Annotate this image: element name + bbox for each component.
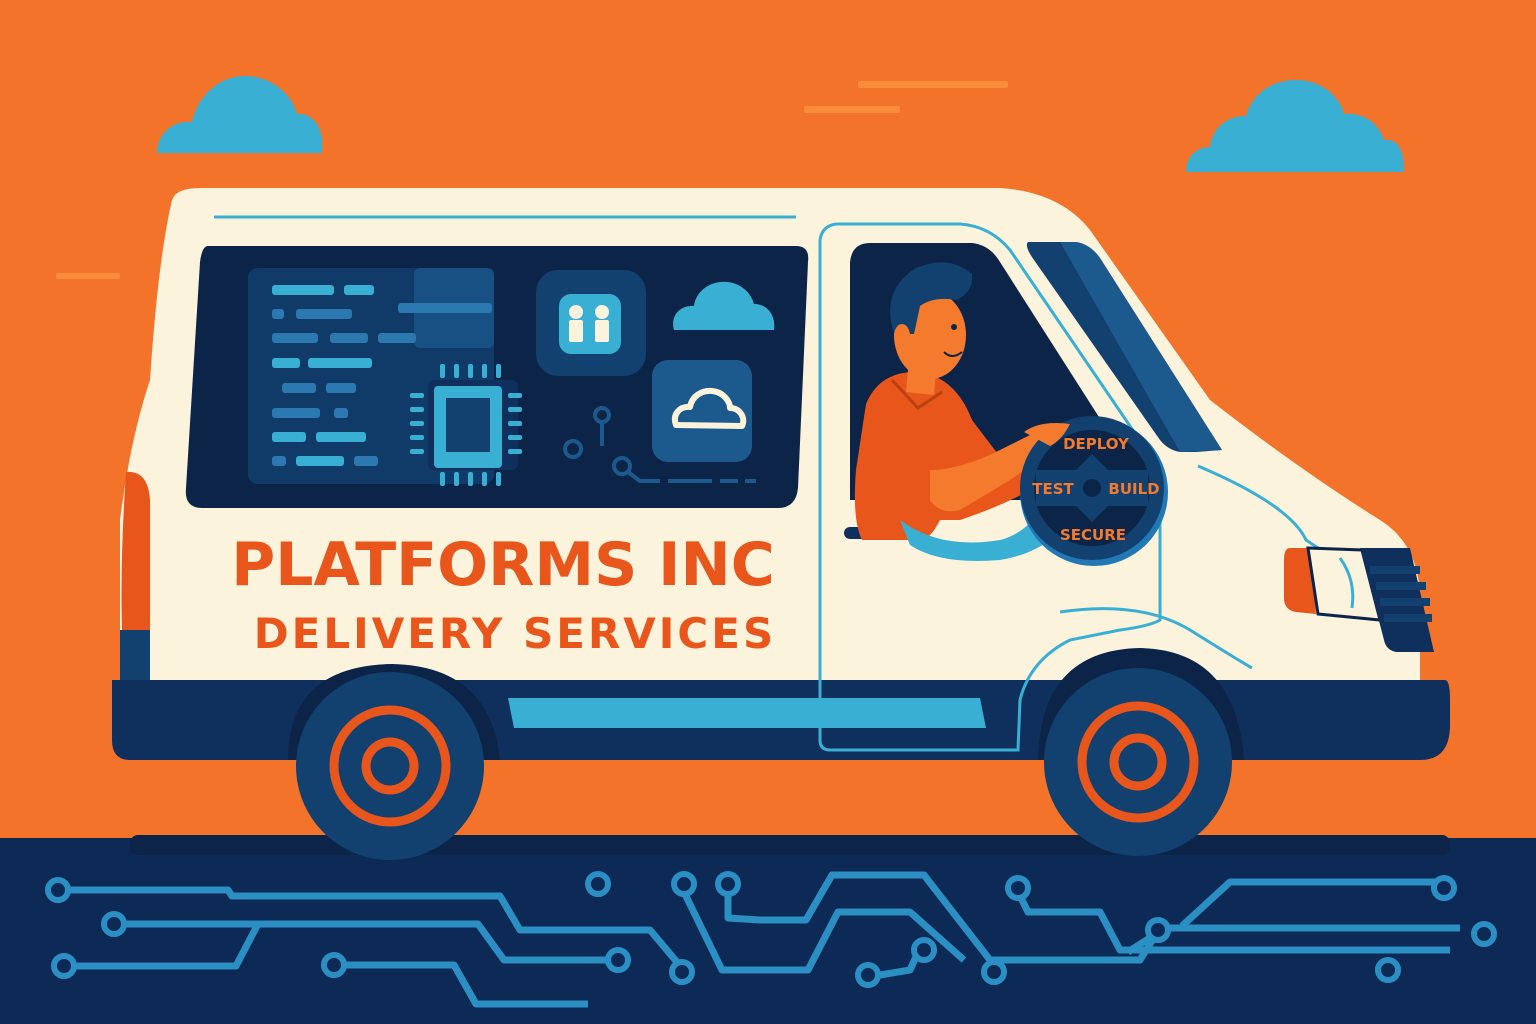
headlight xyxy=(1284,546,1382,622)
wheel-label-secure: SECURE xyxy=(1060,526,1126,544)
cloud-icon xyxy=(157,76,322,153)
rear-wheel xyxy=(288,664,500,860)
circuit-nodes xyxy=(45,871,1497,988)
grille xyxy=(1360,548,1434,652)
wheel-label-test: TEST xyxy=(1032,480,1074,498)
windshield-shade xyxy=(1060,242,1222,452)
code-lines-icon xyxy=(272,285,492,466)
wheel-label-build: BUILD xyxy=(1108,480,1159,498)
rear-window-panel xyxy=(185,246,809,508)
app-grid-icon xyxy=(536,270,646,376)
fender-line xyxy=(1059,607,1253,670)
circuit-traces xyxy=(58,871,1460,1008)
wheel-label-deploy: DEPLOY xyxy=(1063,435,1130,453)
steering-wheel[interactable]: DEPLOY TEST BUILD SECURE xyxy=(1020,416,1168,566)
hood-line xyxy=(1197,464,1325,554)
side-stripe xyxy=(508,698,986,728)
van-shadow xyxy=(130,835,1450,855)
circuit-node-icon xyxy=(563,406,756,483)
chip-icon xyxy=(410,364,522,486)
brand-tagline: DELIVERY SERVICES xyxy=(254,609,776,658)
motion-streaks xyxy=(56,81,1008,279)
driver-avatar xyxy=(854,262,1080,561)
cloud-icon xyxy=(673,281,775,330)
brand-name: PLATFORMS INC xyxy=(231,530,775,600)
cloud-icon xyxy=(1186,80,1404,172)
van-door[interactable] xyxy=(818,222,1162,752)
cloud-outline-icon xyxy=(652,360,752,462)
front-wheel xyxy=(1038,648,1244,856)
